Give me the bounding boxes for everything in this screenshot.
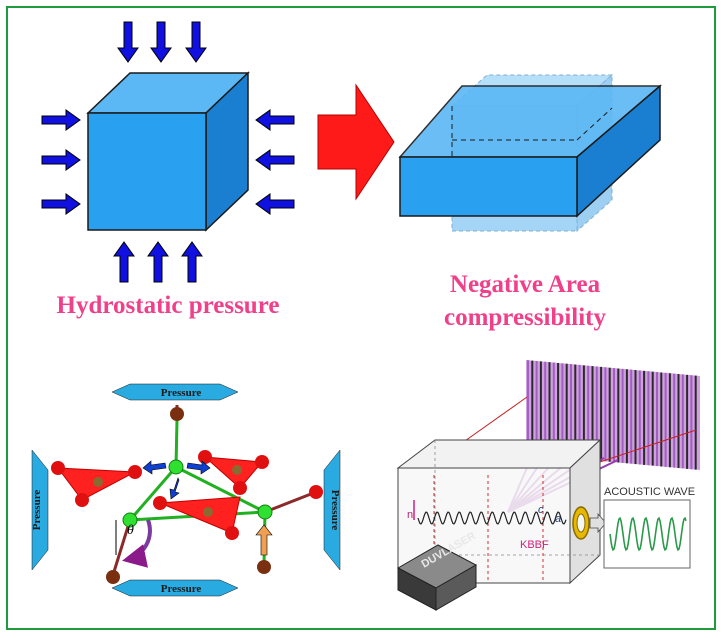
pressure-arrow-top: Pressure xyxy=(111,383,239,401)
pressure-label-top: Pressure xyxy=(161,387,202,399)
pressure-arrows-left xyxy=(255,109,295,215)
crystal-box: n KBBF c a xyxy=(396,438,602,585)
caption-nac-line2: compressibility xyxy=(443,304,607,331)
angle-theta: θ xyxy=(127,523,134,538)
pressure-arrows-down xyxy=(117,21,207,63)
axis-a-label: a xyxy=(555,513,561,525)
pressure-arrows-right xyxy=(41,109,81,215)
pressure-label-right: Pressure xyxy=(329,490,341,531)
crystal-label: KBBF xyxy=(520,539,549,551)
caption-hydrostatic: Hydrostatic pressure xyxy=(56,292,280,319)
figure-border xyxy=(6,6,716,630)
pressure-label-left: Pressure xyxy=(31,490,43,531)
acoustic-wave-label: ACOUSTIC WAVE xyxy=(604,486,695,498)
caption-nac-line1: Negative Area xyxy=(449,271,601,298)
acoustic-input-arrow xyxy=(589,512,607,534)
refractive-index-label: n xyxy=(407,509,413,521)
pressure-label-bottom: Pressure xyxy=(161,583,202,595)
transition-arrow xyxy=(317,83,395,201)
transducer-ring xyxy=(572,506,590,540)
acoustic-wave-panel: ACOUSTIC WAVE xyxy=(603,486,695,569)
flattened-slab xyxy=(398,84,663,218)
cube-3d xyxy=(86,71,250,232)
pressure-arrow-bottom: Pressure xyxy=(111,579,239,597)
pressure-arrows-up xyxy=(113,241,203,283)
pressure-arrow-right: Pressure xyxy=(323,449,341,571)
crystal-structure: θ xyxy=(51,405,323,584)
pressure-arrow-left: Pressure xyxy=(31,449,49,571)
axis-c-label: c xyxy=(538,504,544,516)
